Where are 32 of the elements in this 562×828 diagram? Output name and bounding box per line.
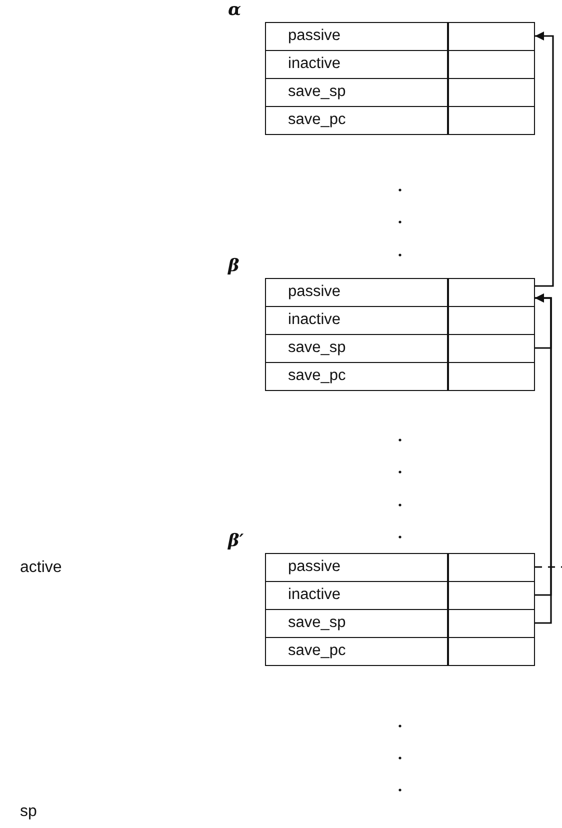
field-name-cell: passive [265,553,448,582]
value-cell [448,581,535,610]
frame-heading: β [228,256,240,276]
value-cell [448,334,535,363]
field-name-cell: save_sp [265,78,448,107]
field-name-cell: passive [265,278,448,307]
value-cell [448,553,535,582]
value-cell [448,106,535,135]
field-name-cell: inactive [265,306,448,335]
field-name-cell: save_pc [265,106,448,135]
field-name-cell: save_pc [265,362,448,391]
field-name-cell: save_sp [265,609,448,638]
value-cell [448,362,535,391]
stack-frame [228,256,535,391]
field-name-cell: inactive [265,50,448,79]
field-name-cell: save_sp [265,334,448,363]
pointer-arrow [535,32,554,287]
side-label: sp [20,802,37,822]
value-cell [448,609,535,638]
value-cell [448,306,535,335]
side-label: active [20,558,62,578]
field-name-cell: passive [265,22,448,51]
stack-frame [228,531,535,666]
value-cell [448,50,535,79]
value-cell [448,78,535,107]
value-cell [448,278,535,307]
frame-heading: β′ [228,531,244,551]
field-name-cell: save_pc [265,637,448,666]
frame-heading: α [228,0,242,20]
value-cell [448,22,535,51]
field-name-cell: inactive [265,581,448,610]
value-cell [448,637,535,666]
